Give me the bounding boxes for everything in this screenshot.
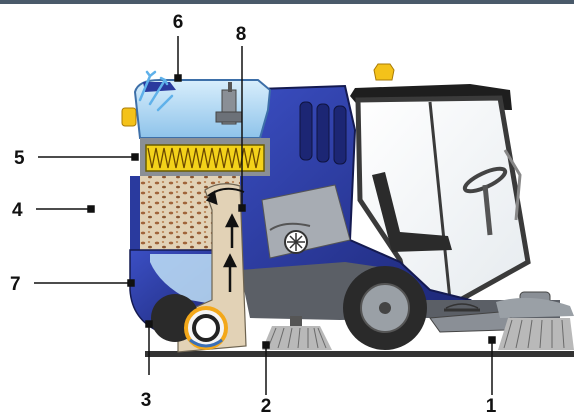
callout-6: 6 bbox=[173, 12, 184, 33]
callout-2: 2 bbox=[261, 396, 272, 414]
rear-beacon-light bbox=[121, 107, 137, 127]
middle-side-brush bbox=[262, 316, 332, 350]
top-border-bar bbox=[0, 0, 574, 4]
suction-mouth-brush bbox=[184, 306, 228, 350]
callout-3: 3 bbox=[141, 390, 152, 411]
callout-4: 4 bbox=[12, 200, 23, 221]
exhaust-air-arrows-icon bbox=[138, 70, 174, 112]
front-side-brush bbox=[429, 291, 574, 350]
filter-unit bbox=[140, 138, 270, 176]
callout-1: 1 bbox=[486, 396, 497, 414]
driver-cab bbox=[350, 84, 531, 303]
callout-7: 7 bbox=[10, 274, 21, 295]
ground-line bbox=[145, 351, 574, 357]
front-wheel bbox=[343, 266, 427, 350]
callout-8: 8 bbox=[236, 24, 247, 45]
cab-beacon-light bbox=[373, 63, 395, 81]
callout-leaders bbox=[34, 36, 496, 395]
hopper-lid bbox=[133, 79, 272, 139]
callout-5: 5 bbox=[14, 148, 25, 169]
